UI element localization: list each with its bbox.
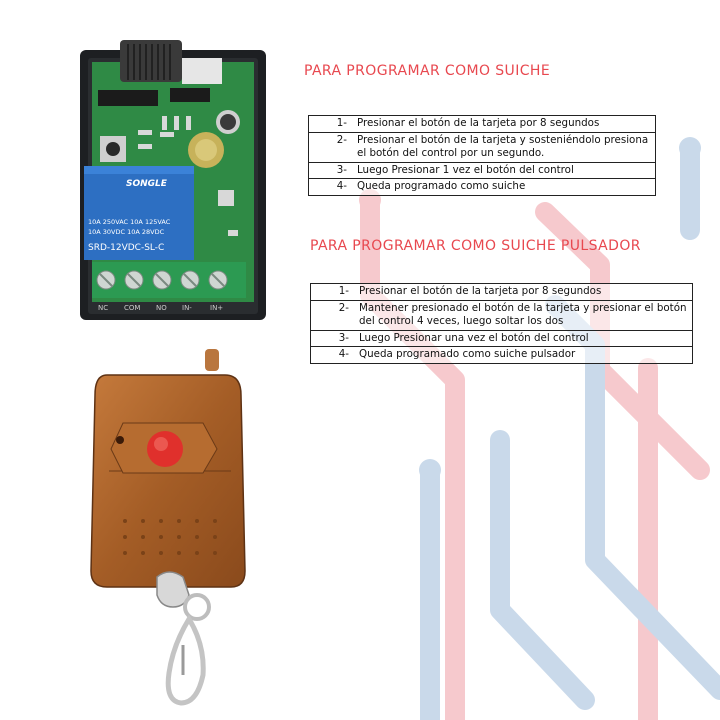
relay-model: SRD-12VDC-SL-C (88, 243, 164, 253)
step-number: 4- (310, 346, 355, 364)
terminal-label-nc: NC (98, 304, 108, 312)
section-title-suiche: PARA PROGRAMAR COMO SUICHE (304, 63, 551, 79)
step-text: Queda programado como suiche (353, 178, 656, 196)
section-title-suiche-pulsador: PARA PROGRAMAR COMO SUICHE PULSADOR (310, 238, 641, 254)
step-number: 3- (310, 329, 355, 347)
step-number: 2- (310, 299, 355, 331)
step-text: Presionar el botón de la tarjeta por 8 s… (355, 283, 693, 301)
step-text: Mantener presionado el botón de la tarje… (355, 299, 693, 331)
relay-spec-line-2: 10A 30VDC 10A 28VDC (88, 228, 165, 236)
steps-table-suiche-pulsador: 1- Presionar el botón de la tarjeta por … (310, 283, 693, 364)
remote-control-photo (90, 349, 246, 706)
table-row: 2- Presionar el botón de la tarjeta y so… (308, 131, 656, 163)
step-text: Queda programado como suiche pulsador (355, 346, 693, 364)
step-number: 1- (310, 283, 355, 301)
table-row: 4- Queda programado como suiche pulsador (310, 346, 693, 364)
steps-table-suiche: 1- Presionar el botón de la tarjeta por … (308, 115, 656, 196)
relay-brand: SONGLE (126, 179, 168, 189)
step-text: Luego Presionar una vez el botón del con… (355, 329, 693, 347)
step-number: 4- (308, 178, 353, 196)
receiver-board-photo: SONGLE 10A 250VAC 10A 125VAC 10A 30VDC 1… (80, 40, 266, 320)
terminal-label-com: COM (124, 304, 140, 312)
table-row: 1- Presionar el botón de la tarjeta por … (308, 115, 656, 133)
terminal-label-no: NO (156, 304, 167, 312)
table-row: 3- Luego Presionar una vez el botón del … (310, 329, 693, 347)
table-row: 2- Mantener presionado el botón de la ta… (310, 299, 693, 331)
step-number: 3- (308, 161, 353, 179)
step-text: Presionar el botón de la tarjeta por 8 s… (353, 115, 656, 133)
table-row: 4- Queda programado como suiche (308, 178, 656, 196)
step-number: 2- (308, 131, 353, 163)
table-row: 1- Presionar el botón de la tarjeta por … (310, 283, 693, 301)
terminal-label-in-minus: IN- (182, 304, 192, 312)
step-text: Luego Presionar 1 vez el botón del contr… (353, 161, 656, 179)
relay-spec-line-1: 10A 250VAC 10A 125VAC (88, 218, 171, 226)
terminal-label-in-plus: IN+ (210, 304, 223, 312)
table-row: 3- Luego Presionar 1 vez el botón del co… (308, 161, 656, 179)
step-number: 1- (308, 115, 353, 133)
step-text: Presionar el botón de la tarjeta y soste… (353, 131, 656, 163)
